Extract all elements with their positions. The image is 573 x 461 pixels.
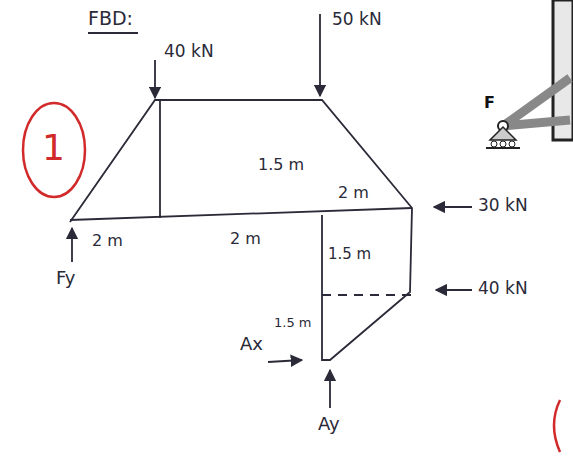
load-value: 40 kN [164, 42, 214, 61]
frame-fragment [486, 0, 573, 148]
dimension: 1.5 m [258, 156, 304, 174]
load-value: 50 kN [332, 10, 382, 29]
dimension: 1.5 m [274, 316, 311, 330]
dimension: 2 m [338, 184, 369, 202]
dimension: 1.5 m [328, 246, 371, 263]
callout-circle [23, 103, 85, 197]
point-name: F [484, 94, 495, 112]
reaction-name: Fy [56, 268, 75, 288]
truss-outline [70, 100, 412, 360]
dimension: 2 m [92, 232, 123, 250]
reaction-name: Ax [240, 334, 263, 354]
part-number: 1 [42, 128, 65, 168]
diagram-title: FBD: [88, 8, 133, 29]
callout-fragment [554, 400, 560, 452]
reaction-name: Ay [318, 414, 340, 434]
title-underline [88, 32, 138, 34]
load-value: 30 kN [478, 196, 528, 215]
load-value: 40 kN [478, 279, 528, 298]
dimension: 2 m [230, 230, 261, 248]
force-arrows [72, 14, 472, 408]
